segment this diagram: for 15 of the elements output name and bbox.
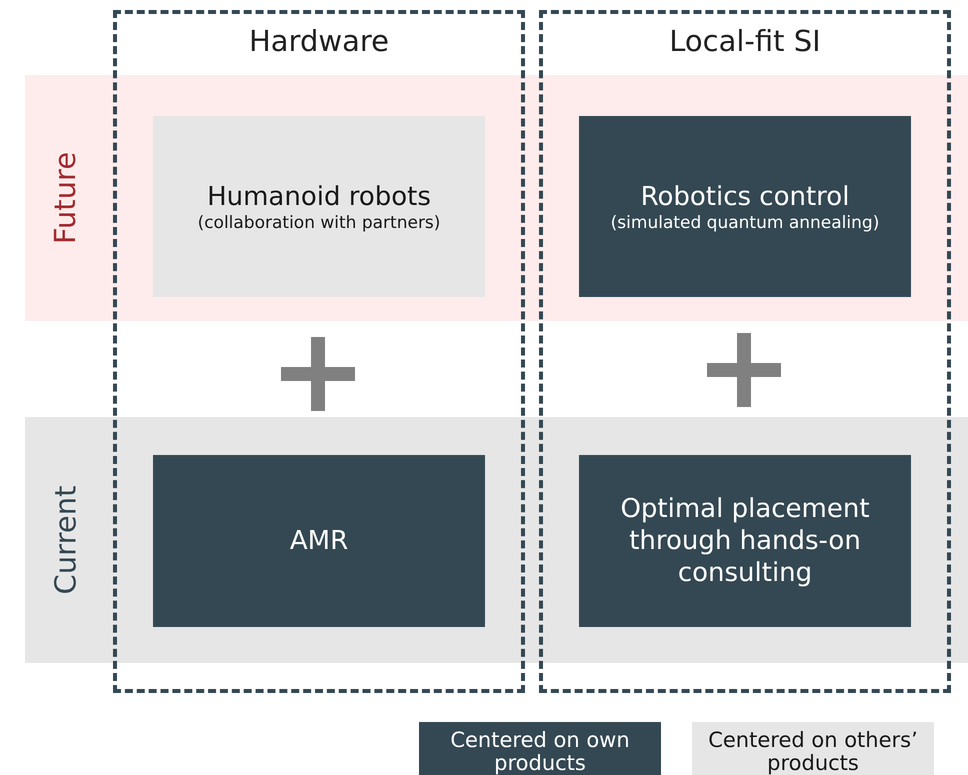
card-subtext: (collaboration with partners) (198, 212, 440, 232)
card-heading: Optimal placement through hands-on consulting (619, 493, 871, 589)
card-heading: Humanoid robots (207, 180, 431, 212)
content-card (579, 116, 911, 297)
column-heading: Hardware (248, 24, 390, 58)
card-heading: Robotics control (640, 180, 850, 212)
card-subtext: (simulated quantum annealing) (610, 212, 880, 232)
content-card (579, 455, 911, 627)
row-label: Future (48, 152, 82, 244)
row-label: Current (48, 486, 82, 594)
card-heading: AMR (290, 525, 348, 557)
legend-label: Centered on others’ products (707, 726, 919, 774)
column-heading: Local-fit SI (668, 24, 822, 58)
legend-label: Centered on own products (449, 726, 631, 774)
content-card (153, 455, 485, 627)
